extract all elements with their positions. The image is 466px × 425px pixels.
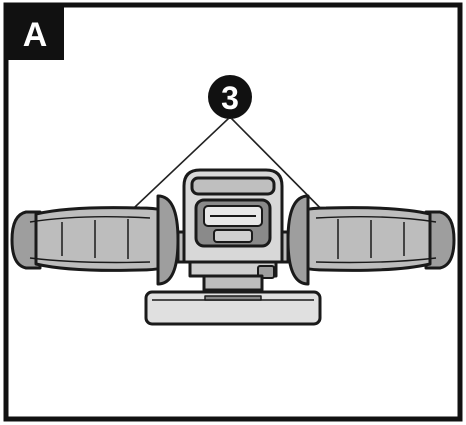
callout-badge-circle (208, 75, 252, 119)
callout-number: 3 (221, 80, 239, 116)
angle-grinder-icon (10, 168, 456, 326)
panel-label-bg (6, 5, 64, 60)
callout-badge: 3 (208, 75, 252, 119)
right-side-handle (286, 194, 456, 286)
panel-label-tab: A (6, 5, 64, 60)
panel-label: A (23, 16, 48, 54)
left-side-handle (10, 194, 180, 286)
disc-guard (144, 290, 322, 326)
spindle-collar (188, 260, 278, 297)
gear-head (176, 168, 290, 264)
